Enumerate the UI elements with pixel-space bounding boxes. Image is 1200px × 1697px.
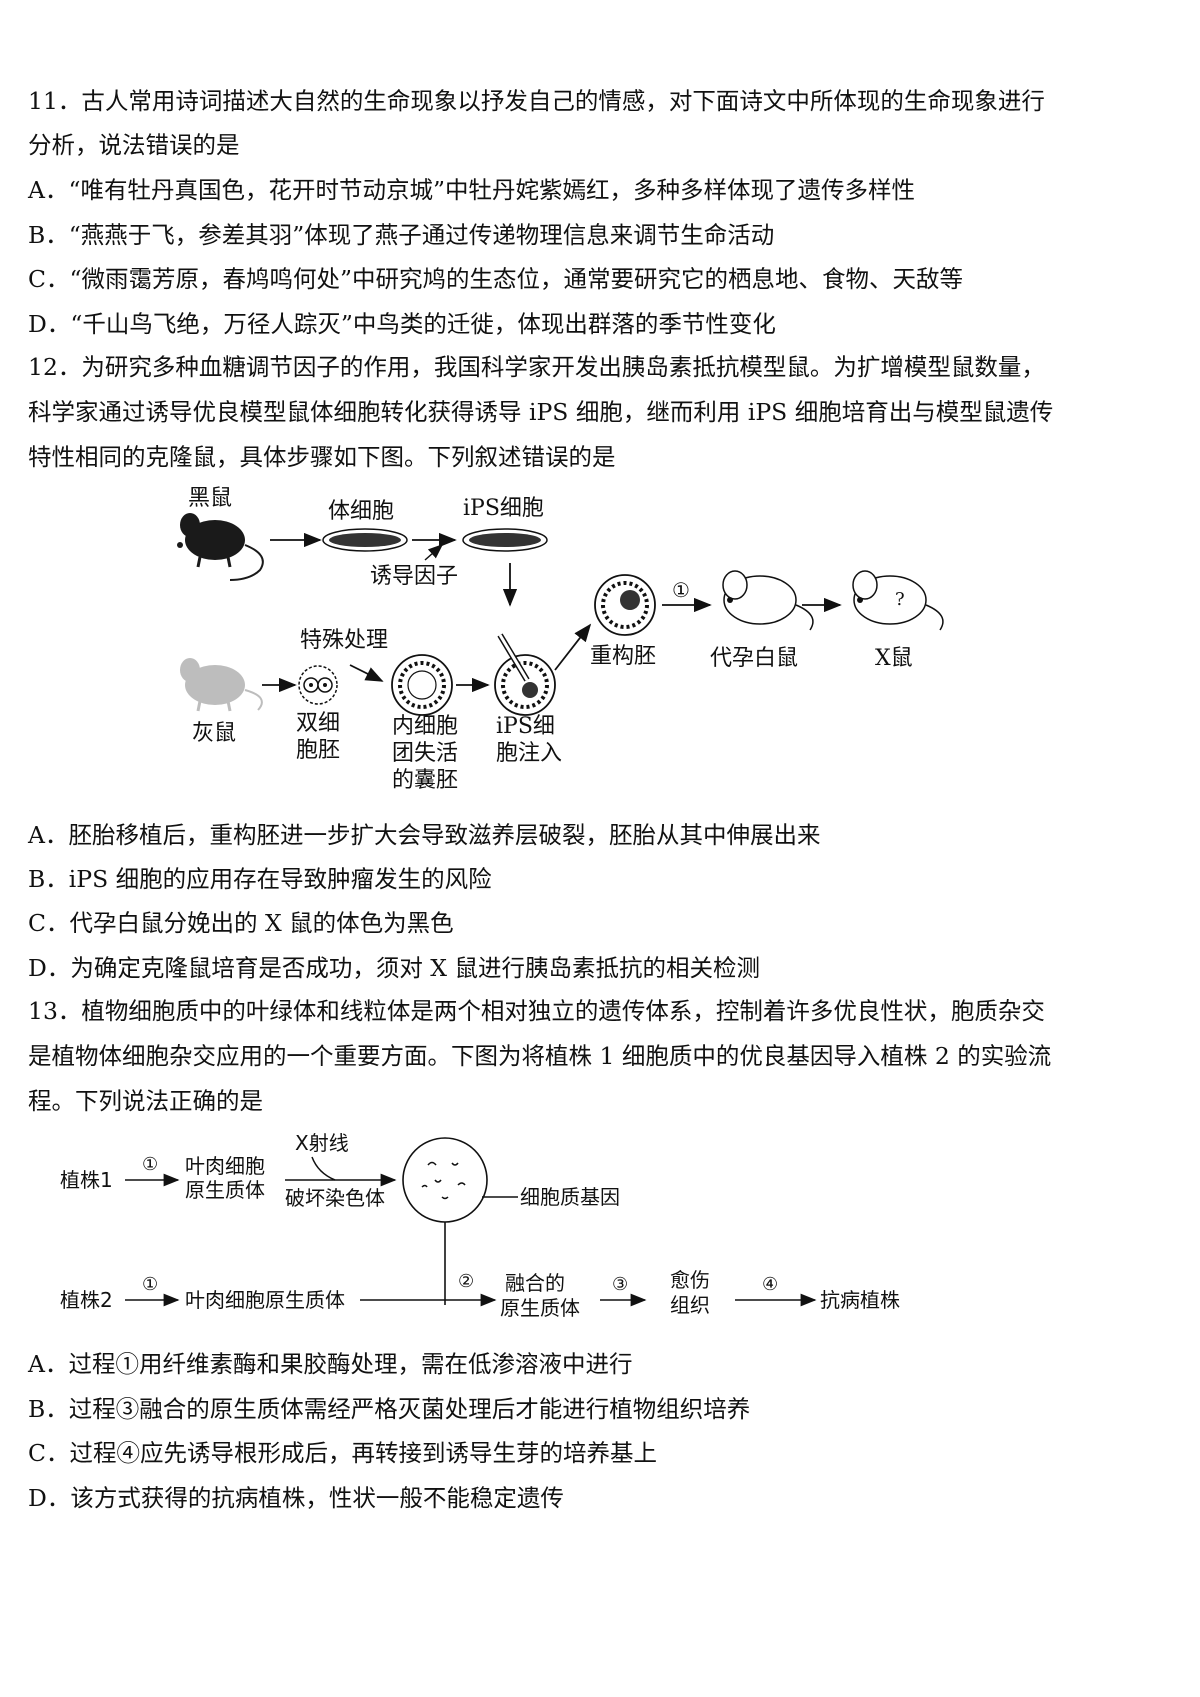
- somatic-cell-dish-icon: [322, 528, 408, 552]
- somatic-cell-label: 体细胞: [328, 499, 394, 524]
- q12-option-d: D．为确定克隆鼠培育是否成功，须对 X 鼠进行胰岛素抵抗的相关检测: [28, 954, 761, 982]
- q12-option-b: B．iPS 细胞的应用存在导致肿瘤发生的风险: [28, 865, 492, 893]
- step-4-label: ④: [762, 1274, 778, 1295]
- special-treatment-label: 特殊处理: [300, 628, 388, 653]
- q11-stem-line-1: 11．古人常用诗词描述大自然的生命现象以抒发自己的情感，对下面诗文中所体现的生命…: [28, 87, 1045, 115]
- two-cell-embryo-icon: [298, 665, 338, 705]
- q11-option-d: D．“千山鸟飞绝，万径人踪灭”中鸟类的迁徙，体现出群落的季节性变化: [28, 310, 776, 338]
- q12-stem-line-1: 12．为研究多种血糖调节因子的作用，我国科学家开发出胰岛素抵抗模型鼠。为扩增模型…: [28, 353, 1045, 381]
- q13-stem-line-3: 程。下列说法正确的是: [28, 1087, 263, 1115]
- q12-step-1-label: ①: [672, 578, 690, 602]
- resistant-plant-label: 抗病植株: [820, 1288, 900, 1312]
- fused-protoplast-label-1: 融合的: [505, 1271, 565, 1295]
- q12-stem-line-2: 科学家通过诱导优良模型鼠体细胞转化获得诱导 iPS 细胞，继而利用 iPS 细胞…: [28, 398, 1054, 426]
- x-mouse-icon: [852, 570, 944, 631]
- q11-option-b: B．“燕燕于飞，参差其羽”体现了燕子通过传递物理信息来调节生命活动: [28, 221, 775, 249]
- callus-label-2: 组织: [670, 1293, 710, 1317]
- two-cell-embryo-label-1: 双细: [296, 711, 340, 736]
- q12-stem-line-3: 特性相同的克隆鼠，具体步骤如下图。下列叙述错误的是: [28, 443, 616, 471]
- reconstructed-embryo-icon: [594, 574, 656, 636]
- q12-option-a: A．胚胎移植后，重构胚进一步扩大会导致滋养层破裂，胚胎从其中伸展出来: [28, 821, 821, 849]
- ips-injection-label-2: 胞注入: [496, 741, 562, 766]
- callus-label-1: 愈伤: [670, 1268, 710, 1292]
- ips-injection-icon: [494, 633, 556, 716]
- blastocyst-label-1: 内细胞: [392, 714, 458, 739]
- destroy-chromosome-label: 破坏染色体: [285, 1186, 385, 1210]
- step-3-label: ③: [612, 1274, 628, 1295]
- x-mouse-label: X鼠: [875, 646, 913, 671]
- cytoplasmic-gene-label: 细胞质基因: [520, 1185, 620, 1209]
- black-mouse-icon: [177, 513, 264, 581]
- q13-option-d: D．该方式获得的抗病植株，性状一般不能稳定遗传: [28, 1484, 564, 1512]
- step-2-label: ②: [458, 1271, 474, 1292]
- surrogate-mouse-icon: [722, 570, 814, 631]
- q13-stem-line-2: 是植物体细胞杂交应用的一个重要方面。下图为将植株 1 细胞质中的优良基因导入植株…: [28, 1042, 1052, 1070]
- row1-step-1-label: ①: [142, 1154, 158, 1175]
- ips-cell-dish-icon: [462, 528, 548, 552]
- surrogate-mouse-label: 代孕白鼠: [710, 646, 798, 671]
- two-cell-embryo-label-2: 胞胚: [296, 738, 340, 763]
- protoplast1-label-1: 叶肉细胞: [185, 1154, 265, 1178]
- reconstructed-embryo-label: 重构胚: [590, 644, 656, 669]
- q13-option-a: A．过程①用纤维素酶和果胶酶处理，需在低渗溶液中进行: [28, 1350, 633, 1378]
- black-mouse-label: 黑鼠: [188, 486, 232, 511]
- blastocyst-icon: [391, 654, 453, 716]
- q13-figure: 植株1 ① 叶肉细胞 原生质体 X射线 破坏染色体 细胞质基因 植株2 ① 叶肉…: [60, 1131, 900, 1320]
- ips-injection-label-1: iPS细: [496, 714, 555, 739]
- q11-option-c: C．“微雨霭芳原，春鸠鸣何处”中研究鸠的生态位，通常要研究它的栖息地、食物、天敌…: [28, 265, 964, 293]
- q12-option-c: C．代孕白鼠分娩出的 X 鼠的体色为黑色: [28, 909, 454, 937]
- gray-mouse-icon: [180, 658, 263, 712]
- blastocyst-label-3: 的囊胚: [392, 768, 458, 793]
- row2-step-1-label: ①: [142, 1274, 158, 1295]
- protoplast1-label-2: 原生质体: [185, 1178, 265, 1202]
- inducing-factor-label: 诱导因子: [370, 564, 458, 589]
- cell-with-cytoplasmic-genes-icon: [402, 1137, 488, 1223]
- q11-stem-line-2: 分析，说法错误的是: [28, 131, 240, 159]
- plant1-label: 植株1: [60, 1168, 113, 1192]
- q13-option-b: B．过程③融合的原生质体需经严格灭菌处理后才能进行植物组织培养: [28, 1395, 751, 1423]
- plant2-label: 植株2: [60, 1288, 113, 1312]
- fused-protoplast-label-2: 原生质体: [500, 1296, 580, 1320]
- question-mark: ?: [895, 589, 905, 610]
- q11-option-a: A．“唯有牡丹真国色，花开时节动京城”中牡丹姹紫嫣红，多种多样体现了遗传多样性: [28, 176, 915, 204]
- protoplast2-label: 叶肉细胞原生质体: [185, 1288, 345, 1312]
- q13-option-c: C．过程④应先诱导根形成后，再转接到诱导生芽的培养基上: [28, 1439, 657, 1467]
- gray-mouse-label: 灰鼠: [192, 721, 236, 746]
- q13-stem-line-1: 13．植物细胞质中的叶绿体和线粒体是两个相对独立的遗传体系，控制着许多优良性状，…: [28, 997, 1045, 1025]
- ips-cell-label: iPS细胞: [463, 496, 544, 521]
- blastocyst-label-2: 团失活: [392, 741, 458, 766]
- xray-label: X射线: [295, 1131, 349, 1155]
- q12-figure: 黑鼠 体细胞 诱导因子 iPS细胞 灰鼠: [177, 486, 944, 793]
